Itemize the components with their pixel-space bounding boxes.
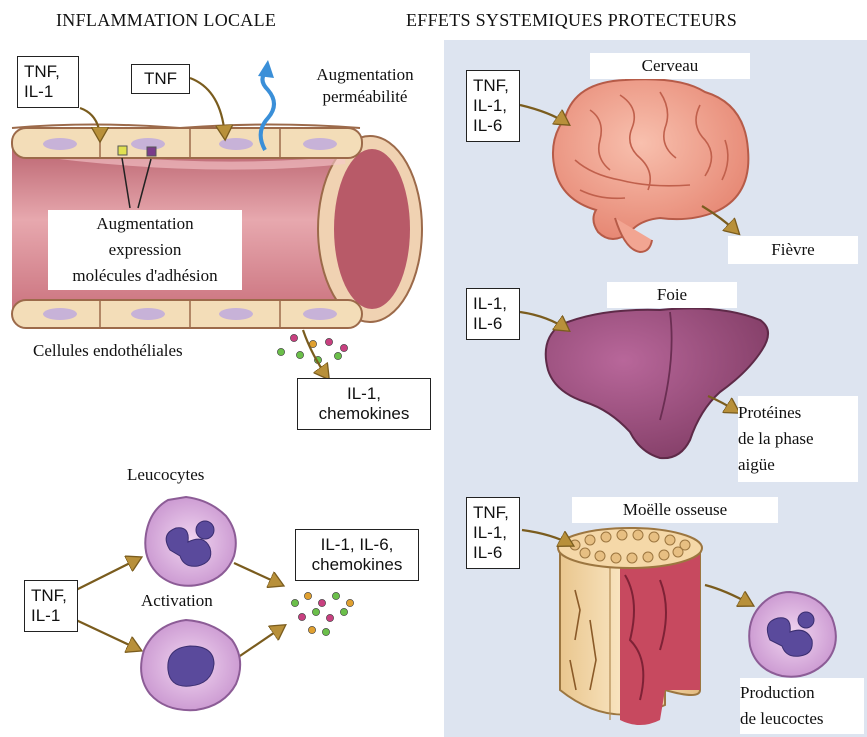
liver-label: Foie (607, 282, 737, 308)
bone-marrow-label: Moëlle osseuse (572, 497, 778, 523)
leukocyte-icon (145, 497, 236, 586)
cytokine-box-il1-chemokines: IL-1, chemokines (297, 378, 431, 430)
leukocytes-label: Leucocytes (127, 466, 204, 485)
endothelium-bottom (12, 300, 362, 328)
adhesion-molecules-label: Augmentation expression molécules d'adhé… (48, 210, 242, 290)
cytokine-box-tnf-il1-bottom: TNF, IL-1 (24, 580, 78, 632)
cytokine-box-il1-il6-chemokines: IL-1, IL-6, chemokines (295, 529, 419, 581)
cytokine-dots-icon-2 (291, 592, 353, 635)
acute-phase-proteins-label: Protéines de la phase aigüe (738, 396, 858, 482)
endothelial-cells-label: Cellules endothéliales (33, 342, 183, 361)
neutrophil-icon (141, 620, 240, 710)
cytokine-box-tnf-il1-top: TNF, IL-1 (17, 56, 79, 108)
permeability-label: Augmentation perméabilité (294, 64, 436, 108)
local-section-title: INFLAMMATION LOCALE (56, 11, 276, 31)
cytokine-box-marrow: TNF, IL-1, IL-6 (466, 497, 520, 569)
cytokine-box-brain: TNF, IL-1, IL-6 (466, 70, 520, 142)
brain-label: Cerveau (590, 53, 750, 79)
endothelium-top (12, 125, 362, 159)
cytokine-box-tnf-top: TNF (131, 64, 190, 94)
leukocyte-production-label: Production de leucoctes (740, 678, 864, 734)
cytokine-dots-icon (277, 334, 347, 363)
produced-leukocyte-icon (749, 592, 836, 677)
activation-label: Activation (141, 592, 213, 611)
systemic-section-title: EFFETS SYSTEMIQUES PROTECTEURS (406, 11, 737, 31)
fever-label: Fièvre (728, 236, 858, 264)
cytokine-box-liver: IL-1, IL-6 (466, 288, 520, 340)
